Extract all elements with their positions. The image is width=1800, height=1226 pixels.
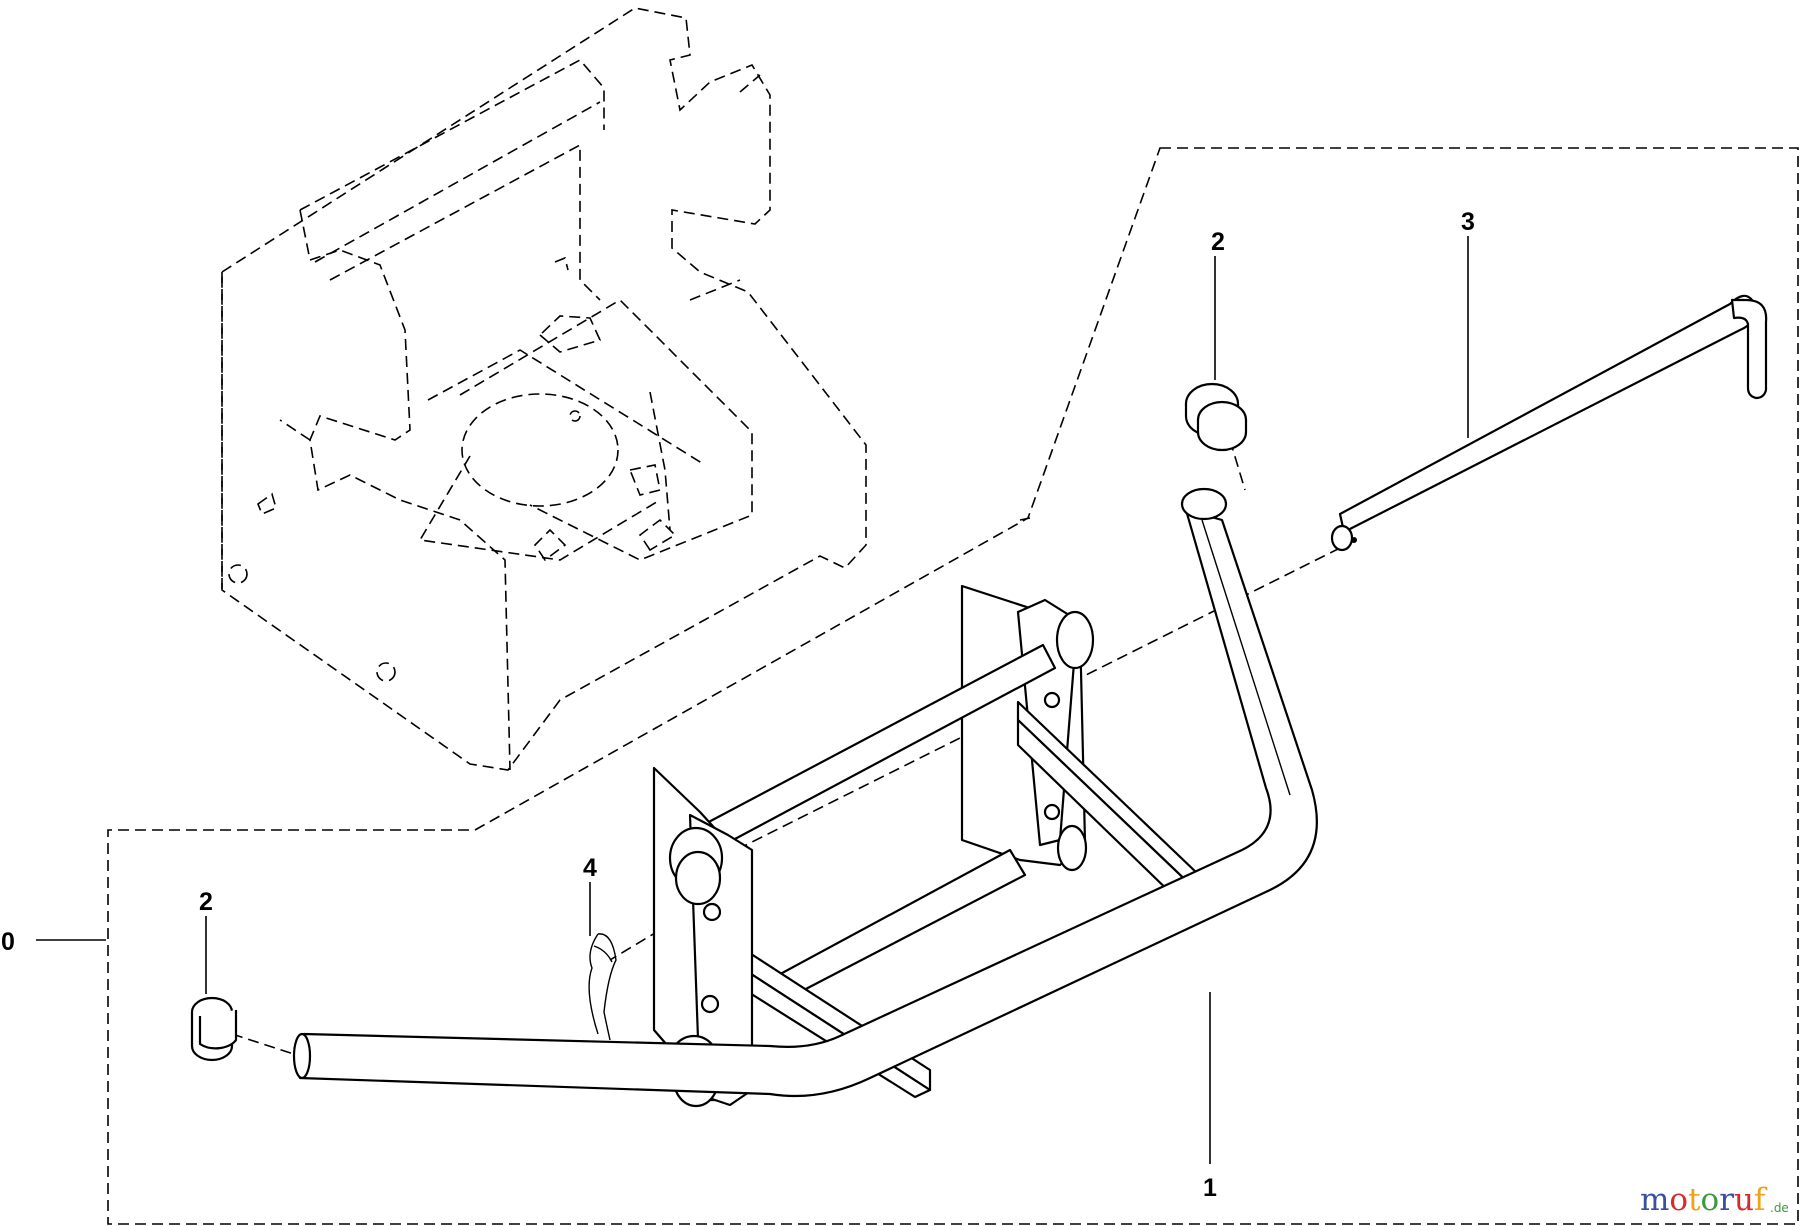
watermark: motoruf .de bbox=[1640, 1182, 1789, 1218]
callout-part4: 4 bbox=[583, 854, 597, 882]
bushing-upper-icon bbox=[1184, 382, 1248, 452]
watermark-suffix: .de bbox=[1770, 1201, 1789, 1215]
callout-part2-upper: 2 bbox=[1211, 228, 1225, 256]
alignment-line-bushing-lower bbox=[231, 1033, 301, 1057]
alignment-line-clip bbox=[609, 929, 661, 961]
callout-part3: 3 bbox=[1461, 208, 1475, 236]
callout-assembly: 0 bbox=[1, 928, 15, 956]
callout-part1: 1 bbox=[1203, 1174, 1217, 1202]
handle-bar-icon bbox=[292, 487, 1318, 1098]
callout-part2-lower: 2 bbox=[199, 888, 213, 916]
bushing-lower-icon bbox=[190, 996, 238, 1062]
engine-housing-phantom bbox=[221, 7, 1031, 771]
mount-bracket-icon bbox=[652, 584, 1200, 1108]
hairpin-clip-icon bbox=[588, 933, 617, 1041]
hitch-pin-icon bbox=[1330, 294, 1768, 552]
watermark-brand: motoruf bbox=[1640, 1182, 1768, 1218]
assembly-boundary bbox=[107, 147, 1799, 1225]
